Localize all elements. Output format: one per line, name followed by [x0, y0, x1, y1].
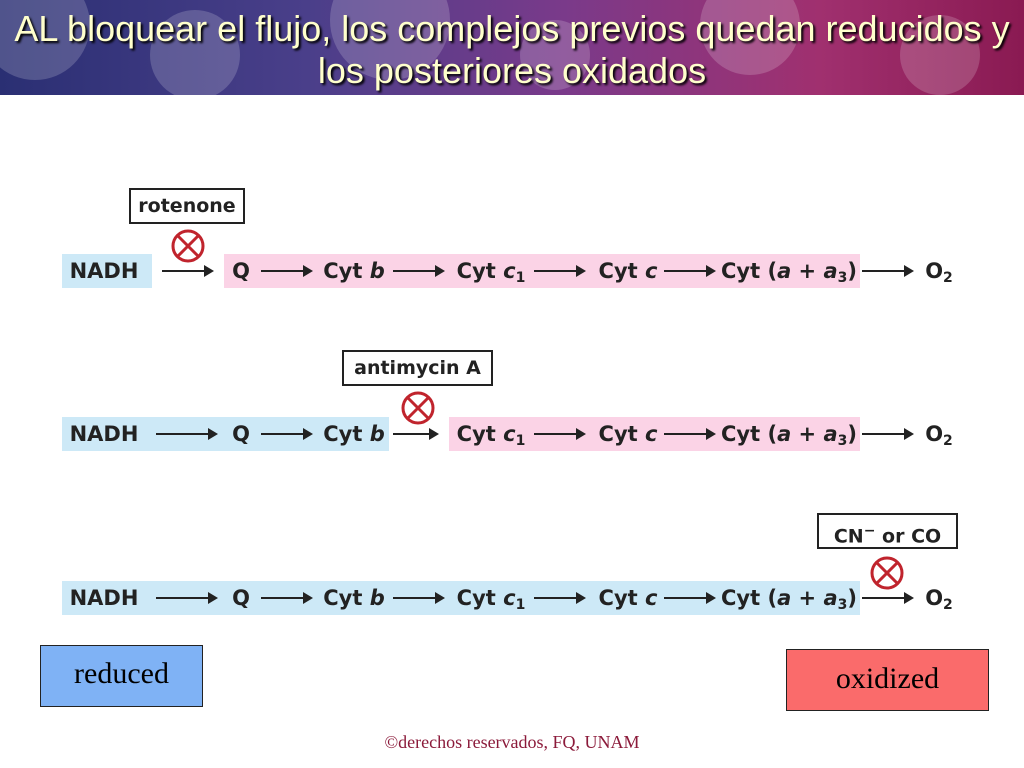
arrow	[162, 265, 214, 277]
cyta-label: Cyt (a + a3)	[721, 422, 857, 449]
cytb-label: Cyt b	[323, 586, 385, 610]
cytc-label: Cyt c	[598, 586, 658, 610]
cytc1-label: Cyt c1	[456, 422, 526, 449]
arrow	[393, 265, 445, 277]
reduced-highlight	[62, 417, 389, 451]
block-icon	[171, 229, 205, 263]
arrow	[862, 592, 914, 604]
nadh-label: NADH	[69, 586, 139, 610]
block-icon	[401, 391, 435, 425]
arrow	[261, 592, 313, 604]
o2-label: O2	[925, 586, 953, 613]
arrow	[664, 428, 716, 440]
cytc-label: Cyt c	[598, 259, 658, 283]
decor-bubble	[520, 20, 590, 90]
arrow	[393, 592, 445, 604]
arrow	[261, 428, 313, 440]
arrow	[156, 592, 218, 604]
arrow	[393, 428, 439, 440]
antimycin-label: antimycin A	[342, 350, 493, 386]
oxidized-highlight	[449, 417, 860, 451]
nadh-label: NADH	[69, 259, 139, 283]
chain-row-rotenone: NADH Q Cyt b Cyt c1 Cyt c Cyt (a + a3) O…	[0, 254, 1024, 288]
arrow	[664, 592, 716, 604]
rotenone-label: rotenone	[129, 188, 245, 224]
arrow	[156, 428, 218, 440]
q-label: Q	[232, 422, 250, 446]
arrow	[534, 265, 586, 277]
cytc1-label: Cyt c1	[456, 586, 526, 613]
legend-oxidized: oxidized	[786, 649, 989, 711]
cyanide-co-label: CN− or CO	[817, 513, 958, 549]
o2-label: O2	[925, 259, 953, 286]
decor-bubble	[900, 15, 980, 95]
q-label: Q	[232, 259, 250, 283]
o2-label: O2	[925, 422, 953, 449]
cyta-label: Cyt (a + a3)	[721, 259, 857, 286]
arrow	[261, 265, 313, 277]
page-title: AL bloquear el flujo, los complejos prev…	[14, 8, 1010, 91]
chain-row-antimycin: NADH Q Cyt b Cyt c1 Cyt c Cyt (a + a3) O…	[0, 417, 1024, 451]
arrow	[862, 265, 914, 277]
decor-bubble	[150, 10, 240, 95]
cytc1-label: Cyt c1	[456, 259, 526, 286]
cytb-label: Cyt b	[323, 259, 385, 283]
cytb-label: Cyt b	[323, 422, 385, 446]
q-label: Q	[232, 586, 250, 610]
arrow	[534, 428, 586, 440]
legend-reduced: reduced	[40, 645, 203, 707]
chain-row-cyanide: NADH Q Cyt b Cyt c1 Cyt c Cyt (a + a3) O…	[0, 581, 1024, 615]
cyta-label: Cyt (a + a3)	[721, 586, 857, 613]
arrow	[664, 265, 716, 277]
copyright-footer: ©derechos reservados, FQ, UNAM	[384, 732, 640, 752]
arrow	[534, 592, 586, 604]
reduced-highlight	[62, 254, 152, 288]
arrow	[862, 428, 914, 440]
block-icon	[870, 556, 904, 590]
title-banner: AL bloquear el flujo, los complejos prev…	[0, 0, 1024, 95]
cytc-label: Cyt c	[598, 422, 658, 446]
nadh-label: NADH	[69, 422, 139, 446]
